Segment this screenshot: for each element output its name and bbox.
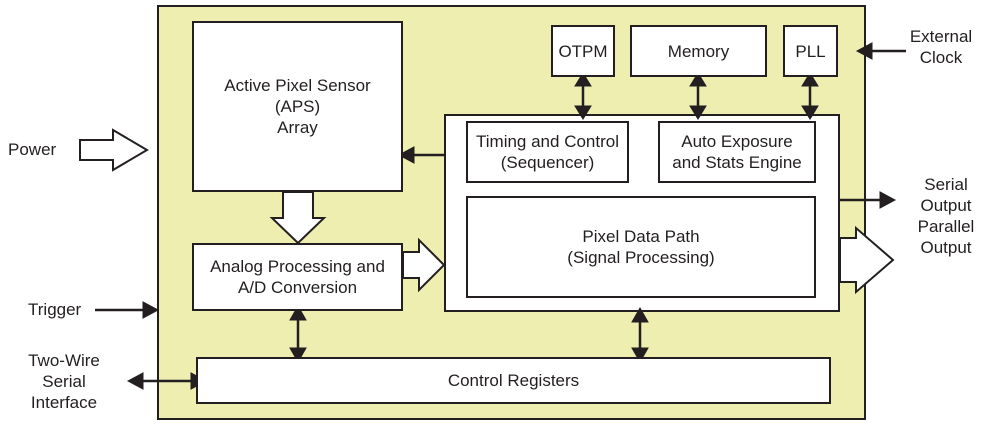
serial-output-arrowhead (879, 191, 897, 209)
block-otpm[interactable]: OTPM (551, 25, 615, 77)
block-auto-exposure-stats-engine[interactable]: Auto Exposure and Stats Engine (658, 121, 816, 183)
block-analog-processing[interactable]: Analog Processing and A/D Conversion (192, 243, 403, 311)
block-control-registers[interactable]: Control Registers (196, 357, 831, 404)
label-trigger: Trigger (28, 300, 82, 319)
two-wire-arrowhead-left (126, 372, 144, 390)
label-two-wire-serial-interface: Two-Wire Serial Interface (28, 351, 100, 412)
block-memory[interactable]: Memory (630, 25, 767, 77)
label-power: Power (8, 140, 57, 159)
block-pll[interactable]: PLL (783, 25, 838, 77)
block-active-pixel-sensor-array[interactable]: Active Pixel Sensor (APS) Array (192, 21, 403, 192)
block-pixel-data-path[interactable]: Pixel Data Path (Signal Processing) (466, 196, 816, 298)
block-timing-and-control[interactable]: Timing and Control (Sequencer) (466, 121, 629, 183)
label-parallel-output: Parallel Output (917, 217, 975, 257)
trigger-arrowhead (142, 301, 160, 319)
power-arrow (79, 128, 149, 172)
label-external-clock: External Clock (909, 27, 973, 67)
label-serial-output: Serial Output (920, 175, 972, 215)
